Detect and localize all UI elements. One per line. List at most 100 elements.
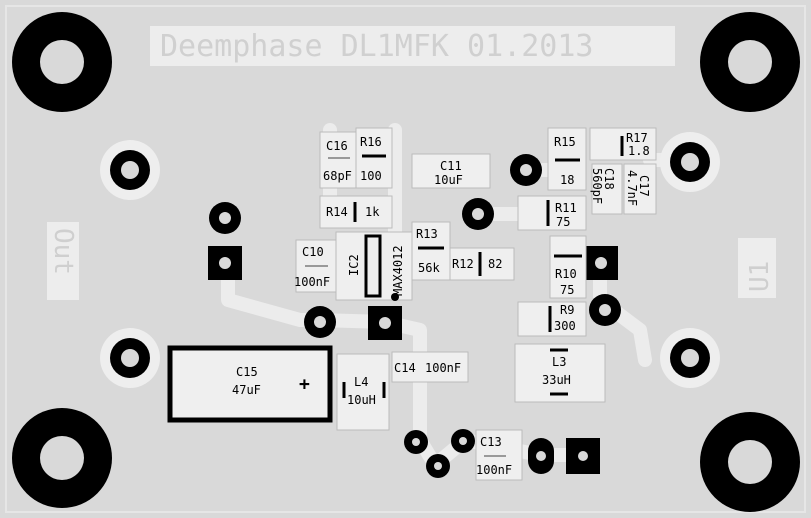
pad-round-7-drill	[434, 462, 442, 470]
mounting-hole-bottom-right-center	[728, 440, 772, 484]
component-r17: R17 1.8	[589, 127, 657, 161]
connector-pads	[100, 132, 720, 388]
pad-round-4-drill	[520, 164, 532, 176]
component-c11: C11 10uF	[411, 153, 491, 189]
component-r10: R10 75	[549, 235, 587, 299]
r12-ref: R12	[452, 257, 474, 271]
r16-ref: R16	[360, 135, 382, 149]
r12-body	[449, 247, 515, 281]
c14-ref: C14	[394, 361, 416, 375]
component-c14: C14 100nF	[391, 351, 469, 383]
r9-value: 300	[554, 319, 576, 333]
l4-ref: L4	[354, 375, 368, 389]
c18-body	[591, 163, 623, 215]
component-c17: C17 4.7nF	[623, 163, 657, 215]
board-title: Deemphase DL1MFK 01.2013	[160, 29, 593, 64]
c11-ref: C11	[440, 159, 462, 173]
pad-round-6-drill	[412, 438, 420, 446]
c17-value: 4.7nF	[625, 170, 639, 206]
pad-round-2-drill	[314, 316, 326, 328]
through-hole-pads	[208, 154, 621, 478]
l4-body	[336, 353, 390, 431]
component-c16: C16 68pF	[319, 131, 357, 189]
c15-polarity: +	[299, 374, 310, 395]
r11-value: 75	[556, 215, 570, 229]
component-r11: R11 75	[517, 195, 587, 231]
mounting-holes	[12, 12, 800, 512]
r17-value: 1.8	[628, 144, 650, 158]
c11-body	[411, 153, 491, 189]
ic2-outline	[364, 234, 382, 298]
component-l4: L4 10uH	[336, 353, 390, 431]
component-c13: C13 100nF	[475, 429, 523, 481]
pad-oval-1-drill	[536, 451, 546, 461]
r13-body	[411, 221, 451, 281]
r15-value: 18	[560, 173, 574, 187]
pad-square-4-drill	[578, 451, 588, 461]
l3-value: 33uH	[542, 373, 571, 387]
r10-ref: R10	[555, 267, 577, 281]
c14-body	[391, 351, 469, 383]
mounting-hole-bottom-left-center	[40, 436, 84, 480]
c14-value: 100nF	[425, 361, 461, 375]
c16-ref: C16	[326, 139, 348, 153]
c10-value: 100nF	[294, 275, 330, 289]
c17-body	[623, 163, 657, 215]
r16-body	[355, 127, 393, 189]
pad-square-3-drill	[595, 257, 607, 269]
component-r13: R13 56k	[411, 221, 451, 281]
r16-value: 100	[360, 169, 382, 183]
c15-value: 47uF	[232, 383, 261, 397]
c18-ref: C18	[602, 168, 616, 190]
c15-ref: C15	[236, 365, 258, 379]
component-c15: C15 47uF +	[167, 345, 333, 423]
pad-out-bottom-drill	[121, 349, 139, 367]
mounting-hole-top-left-center	[40, 40, 84, 84]
component-r9: R9 300	[517, 301, 587, 337]
r10-body	[549, 235, 587, 299]
pad-round-3-drill	[472, 208, 484, 220]
c13-ref: C13	[480, 435, 502, 449]
c13-value: 100nF	[476, 463, 512, 477]
pad-round-5-drill	[599, 304, 611, 316]
ic2-value: MAX4012	[391, 245, 405, 296]
r15-ref: R15	[554, 135, 576, 149]
r11-body	[517, 195, 587, 231]
c11-value: 10uF	[434, 173, 463, 187]
title-plate	[150, 26, 675, 66]
c10-ref: C10	[302, 245, 324, 259]
pad-in-top-drill	[681, 153, 699, 171]
component-r12: R12 82	[449, 247, 515, 281]
c18-value: 560pF	[590, 168, 604, 204]
pad-square-1-drill	[219, 257, 231, 269]
ic2-pin1-dot	[391, 293, 399, 301]
pad-square-2-drill	[379, 317, 391, 329]
r13-ref: R13	[416, 227, 438, 241]
c17-ref: C17	[637, 175, 651, 197]
r9-ref: R9	[560, 303, 574, 317]
r14-ref: R14	[326, 205, 348, 219]
pad-round-1-drill	[219, 212, 231, 224]
ic2-ref: IC2	[347, 254, 361, 276]
l3-body	[514, 343, 606, 403]
r12-value: 82	[488, 257, 502, 271]
component-r16: R16 100	[355, 127, 393, 189]
r13-value: 56k	[418, 261, 440, 275]
c16-value: 68pF	[323, 169, 352, 183]
component-r15: R15 18	[547, 127, 587, 191]
pad-round-8-drill	[459, 437, 467, 445]
r10-value: 75	[560, 283, 574, 297]
mounting-hole-top-right-center	[728, 40, 772, 84]
r9-body	[517, 301, 587, 337]
out-label-plate	[47, 222, 79, 300]
r14-value: 1k	[365, 205, 380, 219]
l4-value: 10uH	[347, 393, 376, 407]
component-c18: C18 560pF	[590, 163, 623, 215]
pad-in-bottom-drill	[681, 349, 699, 367]
pad-out-top-drill	[121, 161, 139, 179]
board-edge	[5, 5, 806, 513]
r17-ref: R17	[626, 131, 648, 145]
out-label: Out	[48, 228, 78, 275]
component-l3: L3 33uH	[514, 343, 606, 403]
